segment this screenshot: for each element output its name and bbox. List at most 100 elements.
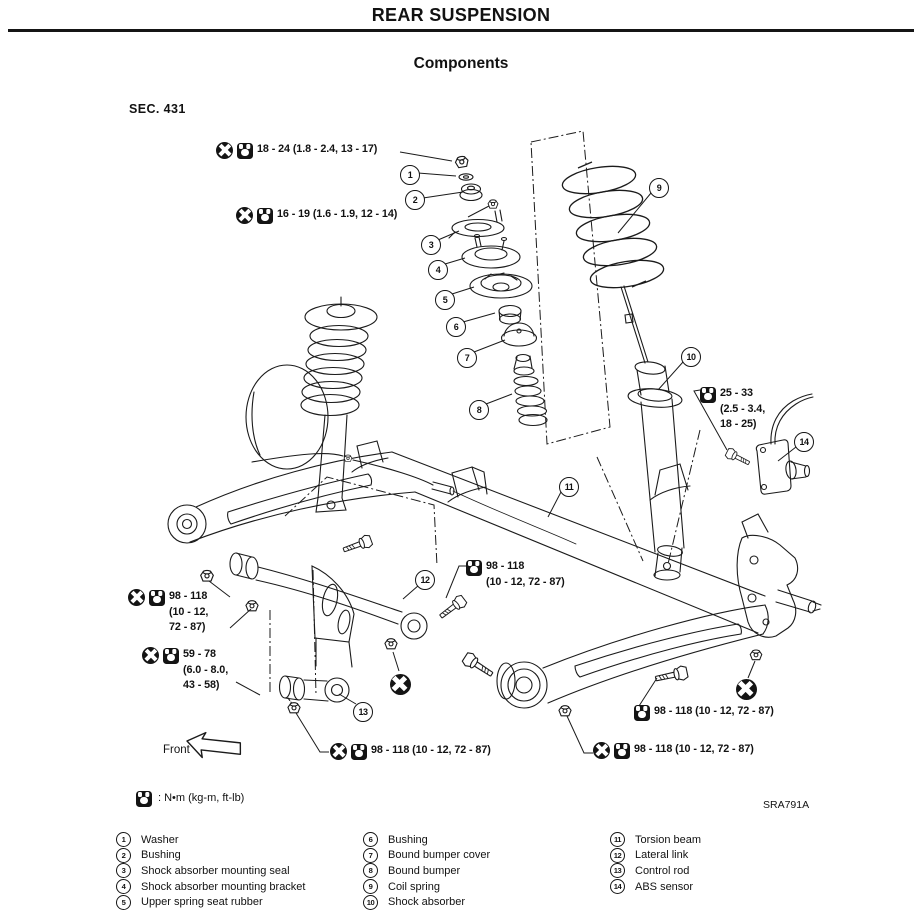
part-number-badge: 1 <box>116 832 131 848</box>
part-number-badge: 10 <box>363 894 378 910</box>
replace-part-icon <box>216 142 233 159</box>
torque-spec: 59 - 78 (6.0 - 8.0, 43 - 58) <box>142 647 228 694</box>
torque-value: (10 - 12, <box>169 605 209 618</box>
part-label: Shock absorber mounting bracket <box>141 880 306 893</box>
torque-value: 43 - 58) <box>183 679 220 691</box>
part-callout: 10 <box>681 347 701 367</box>
torque-unit-note: : N•m (kg-m, ft-lb) <box>136 790 244 807</box>
torque-spec: 16 - 19 (1.6 - 1.9, 12 - 14) <box>236 207 397 224</box>
header-rule <box>8 29 914 32</box>
part-label: Shock absorber <box>388 896 466 909</box>
part-callout: 1 <box>400 165 420 185</box>
part-label: Bushing <box>141 849 181 862</box>
part-number-badge: 4 <box>116 879 131 895</box>
part-label: Torsion beam <box>635 833 702 846</box>
torque-value: 98 - 118 (10 - 12, 72 - 87) <box>371 744 491 756</box>
torque-wrench-icon <box>351 743 367 760</box>
page-title: REAR SUSPENSION <box>371 5 551 25</box>
part-number-badge: 11 <box>610 832 625 848</box>
torque-value: (10 - 12, 72 - 87) <box>486 575 565 588</box>
legend-item: 7 Bound bumper cover <box>363 847 491 864</box>
part-number-badge: 2 <box>116 847 131 863</box>
strut-assembly <box>245 296 378 513</box>
part-callout: 8 <box>469 400 489 420</box>
replace-part-icon <box>593 742 610 759</box>
torsion-beam <box>167 440 766 668</box>
part-label: ABS sensor <box>635 880 694 893</box>
torque-spec: 98 - 118 (10 - 12, 72 - 87) <box>634 704 774 721</box>
front-direction-label: Front <box>163 744 190 756</box>
part-number-badge: 9 <box>363 879 378 895</box>
replace-part-icon <box>330 743 347 760</box>
legend-item: 4 Shock absorber mounting bracket <box>116 879 305 895</box>
part-label: Bushing <box>388 833 428 846</box>
part-number-badge: 7 <box>363 847 378 863</box>
legend-item: 11 Torsion beam <box>610 832 701 848</box>
part-number-badge: 14 <box>610 879 625 895</box>
part-callout: 13 <box>353 702 373 722</box>
replace-part-icon <box>142 647 159 664</box>
shock-absorber <box>620 285 685 581</box>
torque-wrench-icon <box>237 142 253 159</box>
torque-spec: 18 - 24 (1.8 - 2.4, 13 - 17) <box>216 142 377 159</box>
section-number: SEC. 431 <box>129 102 186 116</box>
part-number-badge: 5 <box>116 894 131 910</box>
legend-item: 8 Bound bumper <box>363 863 490 879</box>
section-heading: Components <box>413 55 509 72</box>
torque-value: (2.5 - 3.4, <box>720 402 766 415</box>
part-callout: 9 <box>649 178 669 198</box>
part-number-badge: 3 <box>116 863 131 879</box>
replace-part-icon <box>236 207 253 224</box>
knuckle <box>736 513 822 638</box>
legend-item: 2 Bushing <box>116 847 305 864</box>
part-label: Control rod <box>635 864 690 877</box>
part-number-badge: 13 <box>610 863 625 879</box>
legend-item: 10 Shock absorber <box>363 894 490 910</box>
torque-wrench-icon <box>136 790 152 807</box>
torque-wrench-icon <box>700 386 716 403</box>
part-callout: 3 <box>421 235 441 255</box>
torque-wrench-icon <box>163 647 179 664</box>
torque-spec: 98 - 118 (10 - 12, 72 - 87) <box>466 559 565 590</box>
torque-value: 25 - 33 <box>720 387 753 399</box>
torque-spec: 25 - 33 (2.5 - 3.4, 18 - 25) <box>700 386 765 433</box>
coil-spring <box>561 161 665 289</box>
front-arrow <box>186 731 242 759</box>
part-label: Coil spring <box>388 880 440 893</box>
mount-parts-stack <box>448 173 548 427</box>
legend-column: 6 Bushing 7 Bound bumper cover 8 Bound bump… <box>363 832 490 910</box>
part-callout: 7 <box>457 348 477 368</box>
legend-item: 5 Upper spring seat rubber <box>116 894 305 910</box>
torque-value: 16 - 19 (1.6 - 1.9, 12 - 14) <box>277 208 398 220</box>
legend-item: 6 Bushing <box>363 832 490 848</box>
torque-value: 98 - 118 (10 - 12, 72 - 87) <box>634 743 754 755</box>
torque-value: 18 - 25) <box>720 418 757 430</box>
legend-item: 9 Coil spring <box>363 879 490 895</box>
torque-value: 98 - 118 <box>169 590 208 602</box>
control-rod <box>278 675 350 706</box>
part-label: Bound bumper cover <box>388 849 491 862</box>
part-callout: 2 <box>405 190 425 210</box>
torque-wrench-icon <box>149 589 165 606</box>
replace-part-icon <box>128 589 145 606</box>
replace-part-icon <box>389 673 411 695</box>
part-number-badge: 8 <box>363 863 378 879</box>
part-number-badge: 6 <box>363 832 378 848</box>
part-callout: 14 <box>794 432 814 452</box>
torque-value: 98 - 118 <box>486 560 525 572</box>
replace-part-icon <box>735 678 757 700</box>
part-callout: 5 <box>435 290 455 310</box>
torque-wrench-icon <box>466 559 482 576</box>
torque-wrench-icon <box>614 742 630 759</box>
torque-spec: 98 - 118 (10 - 12, 72 - 87) <box>330 743 491 760</box>
part-label: Bound bumper <box>388 864 461 877</box>
torque-spec: 98 - 118 (10 - 12, 72 - 87) <box>128 589 208 636</box>
torque-unit-text: : N•m (kg-m, ft-lb) <box>158 792 245 805</box>
part-callout: 4 <box>428 260 448 280</box>
part-label: Upper spring seat rubber <box>141 896 263 909</box>
torque-wrench-icon <box>257 207 273 224</box>
torque-value: (6.0 - 8.0, <box>183 663 229 676</box>
